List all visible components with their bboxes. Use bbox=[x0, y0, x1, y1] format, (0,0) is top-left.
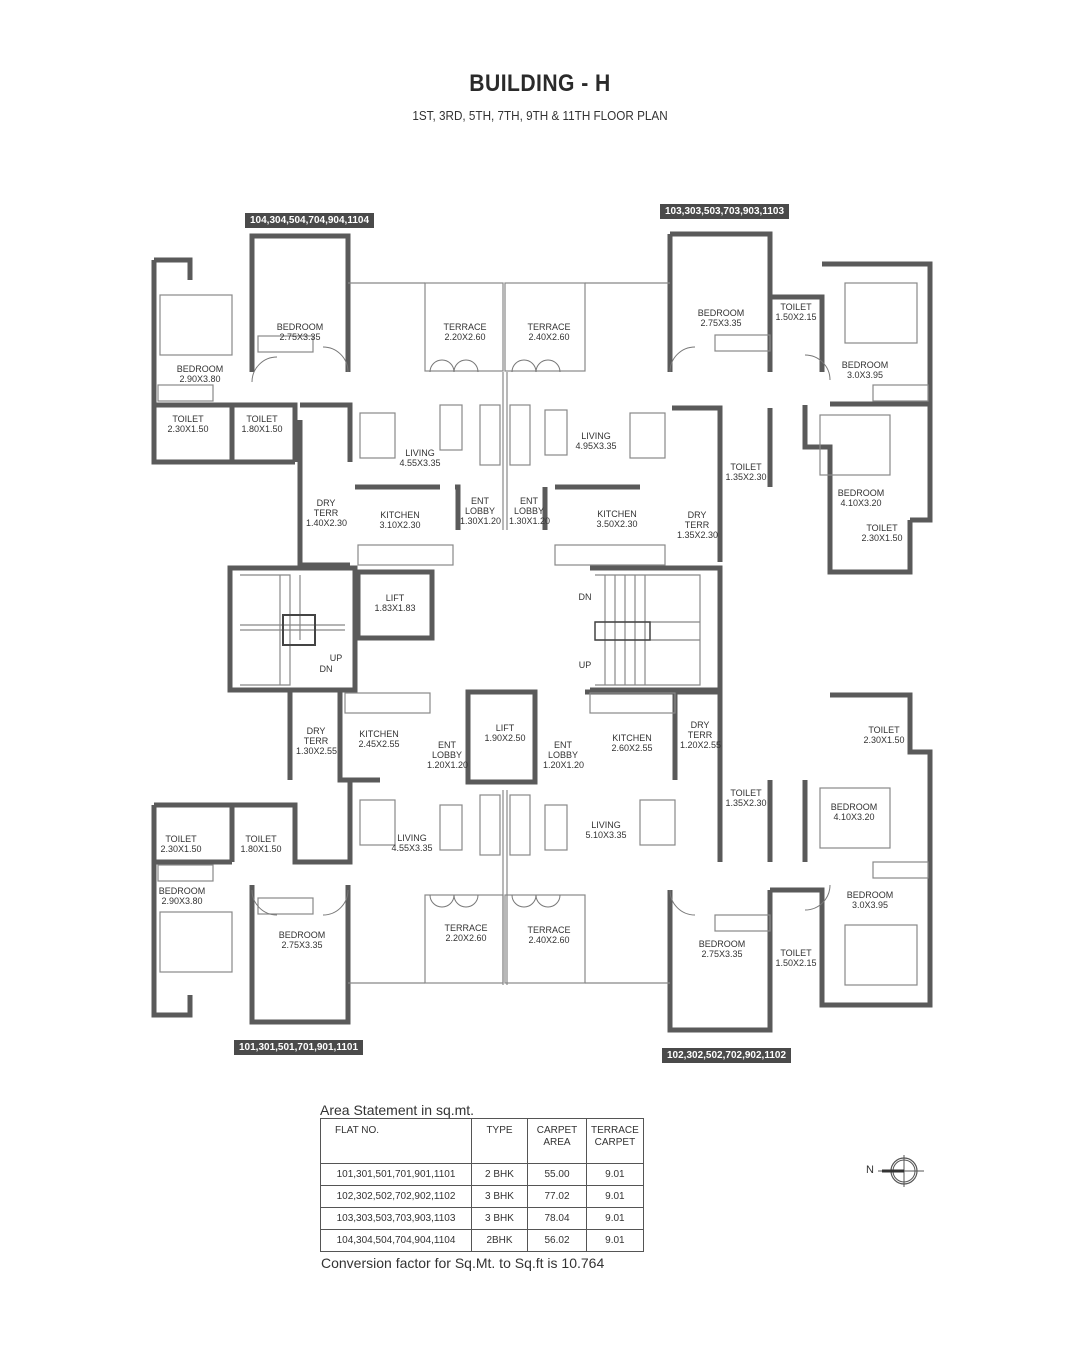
terrace-carpet-cell: 9.01 bbox=[586, 1163, 644, 1186]
floor-plan-drawing bbox=[151, 231, 933, 1033]
area-statement-caption: Area Statement in sq.mt. bbox=[320, 1102, 475, 1118]
stair-down-label: DN bbox=[319, 664, 333, 674]
terrace-carpet-cell: 9.01 bbox=[586, 1207, 644, 1230]
type-cell: 3 BHK bbox=[471, 1185, 528, 1208]
table-header-row: FLAT NO. TYPE CARPET AREA TERRACE CARPET bbox=[320, 1118, 644, 1164]
stair-down-label: DN bbox=[578, 592, 592, 602]
carpet-area-cell: 56.02 bbox=[527, 1229, 587, 1252]
compass-icon bbox=[878, 1155, 924, 1187]
type-cell: 3 BHK bbox=[471, 1207, 528, 1230]
table-row: 101,301,501,701,901,1101 2 BHK 55.00 9.0… bbox=[320, 1163, 644, 1186]
column-header: FLAT NO. bbox=[320, 1118, 472, 1164]
type-cell: 2BHK bbox=[471, 1229, 528, 1252]
flat-no-cell: 103,303,503,703,903,1103 bbox=[320, 1207, 472, 1230]
terrace-carpet-cell: 9.01 bbox=[586, 1229, 644, 1252]
unit-tag-bottom-right: 102,302,502,702,902,1102 bbox=[662, 1048, 792, 1063]
north-label: N bbox=[866, 1164, 874, 1176]
carpet-area-cell: 55.00 bbox=[527, 1163, 587, 1186]
stair-up-label: UP bbox=[329, 653, 343, 663]
unit-tag-top-right: 103,303,503,703,903,1103 bbox=[660, 204, 790, 219]
stair-up-label: UP bbox=[578, 660, 592, 670]
carpet-area-cell: 77.02 bbox=[527, 1185, 587, 1208]
area-statement-table: FLAT NO. TYPE CARPET AREA TERRACE CARPET… bbox=[320, 1118, 644, 1252]
unit-tag-top-left: 104,304,504,704,904,1104 bbox=[245, 213, 375, 228]
column-header: CARPET AREA bbox=[527, 1118, 587, 1164]
column-header: TERRACE CARPET bbox=[586, 1118, 644, 1164]
table-row: 104,304,504,704,904,1104 2BHK 56.02 9.01 bbox=[320, 1229, 644, 1252]
table-row: 102,302,502,702,902,1102 3 BHK 77.02 9.0… bbox=[320, 1185, 644, 1208]
page-subtitle: 1ST, 3RD, 5TH, 7TH, 9TH & 11TH FLOOR PLA… bbox=[412, 108, 668, 123]
column-header: TYPE bbox=[471, 1118, 528, 1164]
unit-tag-bottom-left: 101,301,501,701,901,1101 bbox=[234, 1040, 364, 1055]
conversion-note: Conversion factor for Sq.Mt. to Sq.ft is… bbox=[321, 1255, 605, 1271]
flat-no-cell: 102,302,502,702,902,1102 bbox=[320, 1185, 472, 1208]
carpet-area-cell: 78.04 bbox=[527, 1207, 587, 1230]
page-title: BUILDING - H bbox=[469, 70, 611, 97]
flat-no-cell: 104,304,504,704,904,1104 bbox=[320, 1229, 472, 1252]
table-row: 103,303,503,703,903,1103 3 BHK 78.04 9.0… bbox=[320, 1207, 644, 1230]
terrace-carpet-cell: 9.01 bbox=[586, 1185, 644, 1208]
flat-no-cell: 101,301,501,701,901,1101 bbox=[320, 1163, 472, 1186]
type-cell: 2 BHK bbox=[471, 1163, 528, 1186]
